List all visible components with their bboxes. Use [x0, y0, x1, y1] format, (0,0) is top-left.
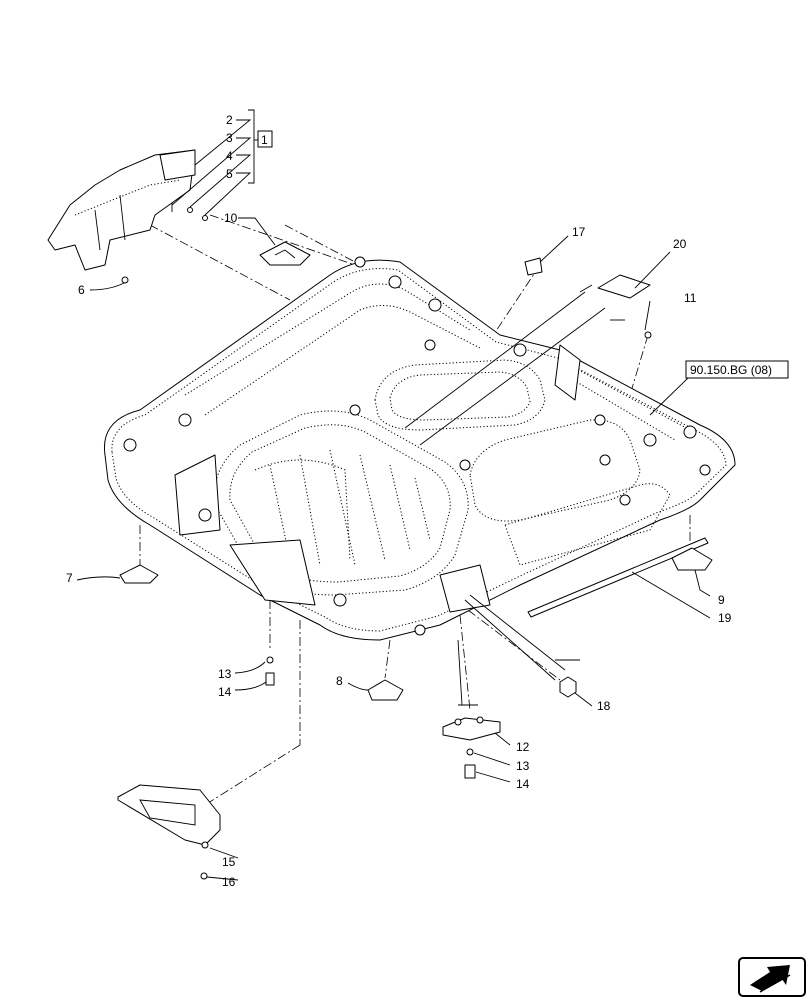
pad-part-7	[119, 564, 159, 584]
plate-part-12	[442, 717, 501, 741]
seal-strip	[527, 537, 709, 618]
callout-4: 4	[226, 149, 233, 163]
callout-2: 2	[226, 113, 233, 127]
callout-9: 9	[718, 593, 725, 607]
panel-ribs	[254, 449, 431, 566]
callout-13-center: 13	[516, 759, 530, 773]
plate-part-20	[597, 274, 651, 299]
pad-part-10	[259, 241, 311, 266]
callout-17: 17	[572, 225, 586, 239]
bolt-part-14-left	[265, 672, 275, 686]
callout-5: 5	[226, 167, 233, 181]
next-page-arrow-icon[interactable]	[738, 957, 806, 997]
callout-labels: 2 3 4 5 1 10 6 17 20 11 90.150.BG (08) 7…	[66, 113, 789, 889]
callout-14-left: 14	[218, 685, 232, 699]
leader-lines	[76, 109, 711, 881]
callout-18: 18	[597, 699, 611, 713]
callout-13-left: 13	[218, 667, 232, 681]
clip-part-17	[524, 257, 543, 276]
callout-19: 19	[718, 611, 732, 625]
bolt-part-14-center	[464, 764, 476, 779]
callout-8: 8	[336, 674, 343, 688]
bracket-assembly-part-1	[47, 149, 208, 284]
callout-11: 11	[684, 291, 697, 305]
reference-box[interactable]	[685, 360, 789, 379]
screw-part-16	[200, 872, 208, 880]
callout-15: 15	[222, 855, 236, 869]
loose-parts	[117, 241, 713, 880]
callout-6: 6	[78, 283, 85, 297]
washer-part-13-left	[266, 656, 274, 664]
callout-16: 16	[222, 875, 236, 889]
callout-7: 7	[66, 571, 73, 585]
callout-3: 3	[226, 131, 233, 145]
callout-12: 12	[516, 740, 530, 754]
nut-part-18	[559, 676, 577, 698]
callout-1: 1	[261, 133, 268, 147]
cab-roof-assembly	[103, 256, 736, 641]
mounting-bosses	[123, 256, 711, 636]
assembly-lines	[139, 214, 691, 806]
callout-14-center: 14	[516, 777, 530, 791]
pad-part-8	[367, 679, 404, 701]
bracket-part-15	[117, 784, 221, 846]
washer-part-13-center	[466, 748, 474, 756]
clip-part-11	[644, 331, 652, 339]
reference-link[interactable]: 90.150.BG (08)	[690, 363, 772, 377]
callout-20: 20	[673, 237, 687, 251]
callout-10: 10	[224, 211, 238, 225]
pad-part-9	[671, 547, 713, 571]
